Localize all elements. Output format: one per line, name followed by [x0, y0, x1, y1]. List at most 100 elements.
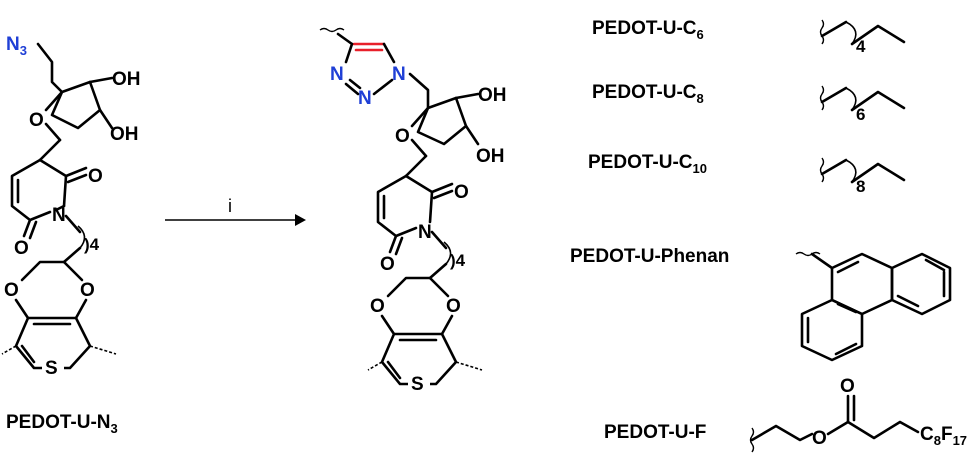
ester-o-c — [826, 420, 850, 436]
carbonyl-top-double — [66, 173, 88, 184]
substituent-fluoro: PEDOT-U-F O O C8F17 — [604, 376, 967, 453]
chain-count: )4 — [84, 235, 100, 254]
c10-bond-2 — [850, 162, 906, 184]
product-thiophene-double-left — [386, 360, 402, 380]
product: N N N O OH OH N O O )4 — [319, 27, 507, 395]
product-carbonyl-bottom-bond — [388, 234, 398, 254]
product-attachment-wavy — [319, 27, 345, 33]
phenan-ring-left — [800, 298, 864, 362]
thiophene-sulfur: S — [45, 358, 58, 379]
azide-label: N3 — [6, 34, 27, 58]
ring-oxygen: O — [29, 110, 44, 131]
azide-linker-bond — [36, 42, 64, 94]
fluoro-ch2-o — [750, 424, 814, 442]
phenan-ring-right — [890, 252, 952, 316]
triazole-n2: N — [358, 88, 372, 109]
substituent-phenanthrene: PEDOT-U-Phenan — [570, 246, 952, 362]
product-carbonyl-top-bond — [430, 182, 454, 194]
c8-bond-2 — [850, 90, 906, 112]
phenan-db-7 — [836, 302, 858, 314]
product-o-c — [410, 138, 428, 158]
polymer-link-left — [1, 345, 17, 355]
carbonyl-bottom-oxygen: O — [14, 238, 29, 259]
c8-bracket — [845, 87, 857, 111]
product-dioxane-oxygen-right: O — [446, 296, 461, 317]
triazole-n3: N — [330, 64, 344, 85]
substituent-c10: PEDOT-U-C10 8 — [588, 152, 906, 196]
c6-bracket — [845, 21, 857, 45]
dioxane-right-top — [62, 260, 84, 282]
phenan-db-2 — [896, 294, 920, 308]
dioxane-right-bottom — [74, 298, 88, 320]
triazole-c4-link — [336, 32, 354, 46]
starting-material-label: PEDOT-U-N3 — [6, 412, 118, 436]
o-c-bond — [44, 122, 62, 142]
product-carbonyl-bottom-oxygen: O — [380, 254, 395, 275]
triazole-c5-n1 — [382, 42, 396, 64]
c6-bond-1 — [820, 20, 848, 38]
product-sugar-link — [404, 154, 428, 178]
label-c10: PEDOT-U-C10 — [588, 152, 707, 176]
product-chain-count: )4 — [450, 251, 466, 270]
triazole-ch2 — [408, 72, 430, 110]
product-pyridinone-c-n — [394, 226, 418, 238]
starting-material: N3 O OH OH N O O )4 — [1, 34, 141, 436]
product-pyridinone-left — [376, 174, 408, 238]
product-chain-bond — [430, 230, 448, 250]
arrow-head — [295, 214, 306, 226]
product-dioxane-oxygen-left: O — [370, 296, 385, 317]
product-dioxane-right-bottom — [440, 314, 454, 336]
carbonyl-bottom-double — [28, 220, 38, 240]
fluoro-attachment-wavy — [749, 427, 755, 453]
phenan-link — [810, 252, 834, 270]
product-polymer-link-left — [367, 361, 383, 371]
polymer-link-right — [89, 345, 117, 355]
c10-bond-1 — [820, 158, 848, 176]
hydroxyl-bottom: OH — [110, 124, 139, 145]
triazole-n3-n2-double — [348, 78, 362, 90]
product-carbonyl-top-double — [432, 189, 454, 200]
dioxane-oxygen-right: O — [80, 280, 95, 301]
c8-chain-count: 6 — [856, 105, 865, 124]
product-ring-o-mask — [392, 124, 414, 146]
product-thiophene-sulfur: S — [411, 374, 424, 395]
chain-bracket — [77, 225, 86, 249]
ester-oxygen: O — [812, 428, 827, 449]
c10-attachment-wavy — [819, 157, 825, 183]
product-imide-nitrogen: N — [418, 222, 432, 243]
label-c8: PEDOT-U-C8 — [592, 82, 704, 106]
triazole-n2-n1 — [372, 78, 394, 96]
chain-bond — [64, 214, 82, 234]
product-chain-to-dioxane — [428, 262, 448, 280]
c10-chain-count: 8 — [856, 177, 865, 196]
phenan-db-1 — [836, 260, 860, 274]
c10-bracket — [845, 159, 857, 183]
dioxane-left-bottom — [14, 298, 30, 320]
ring-o-mask — [26, 108, 48, 130]
product-furanose — [416, 96, 468, 146]
c6-chain-count: 4 — [856, 37, 866, 56]
product-dioxane-top — [386, 276, 432, 298]
label-phenan: PEDOT-U-Phenan — [570, 246, 729, 267]
pyridinone-n-c — [54, 204, 66, 212]
hydroxyl-top: OH — [112, 69, 141, 90]
phenan-attachment-wavy — [795, 251, 821, 257]
carbonyl-oxygen: O — [840, 376, 855, 397]
pyridinone-c-n — [28, 210, 52, 222]
carbonyl-top-oxygen: O — [88, 166, 103, 187]
c6-attachment-wavy — [819, 19, 825, 45]
product-hydroxyl-top: OH — [478, 85, 507, 106]
substituent-c6: PEDOT-U-C6 4 — [592, 18, 906, 56]
chain-to-dioxane — [62, 246, 82, 264]
fluoroalkyl-label: C8F17 — [920, 424, 967, 448]
dioxane-oxygen-left: O — [4, 280, 19, 301]
product-oh-top-bond — [454, 92, 480, 100]
product-carbonyl-bottom-double — [394, 236, 404, 256]
product-dioxane-left-bottom — [380, 314, 396, 336]
product-carbonyl-top-oxygen: O — [454, 182, 469, 203]
product-polymer-link-right — [455, 361, 483, 371]
carbonyl-top-bond — [64, 166, 88, 178]
phenan-db-6 — [834, 342, 858, 356]
